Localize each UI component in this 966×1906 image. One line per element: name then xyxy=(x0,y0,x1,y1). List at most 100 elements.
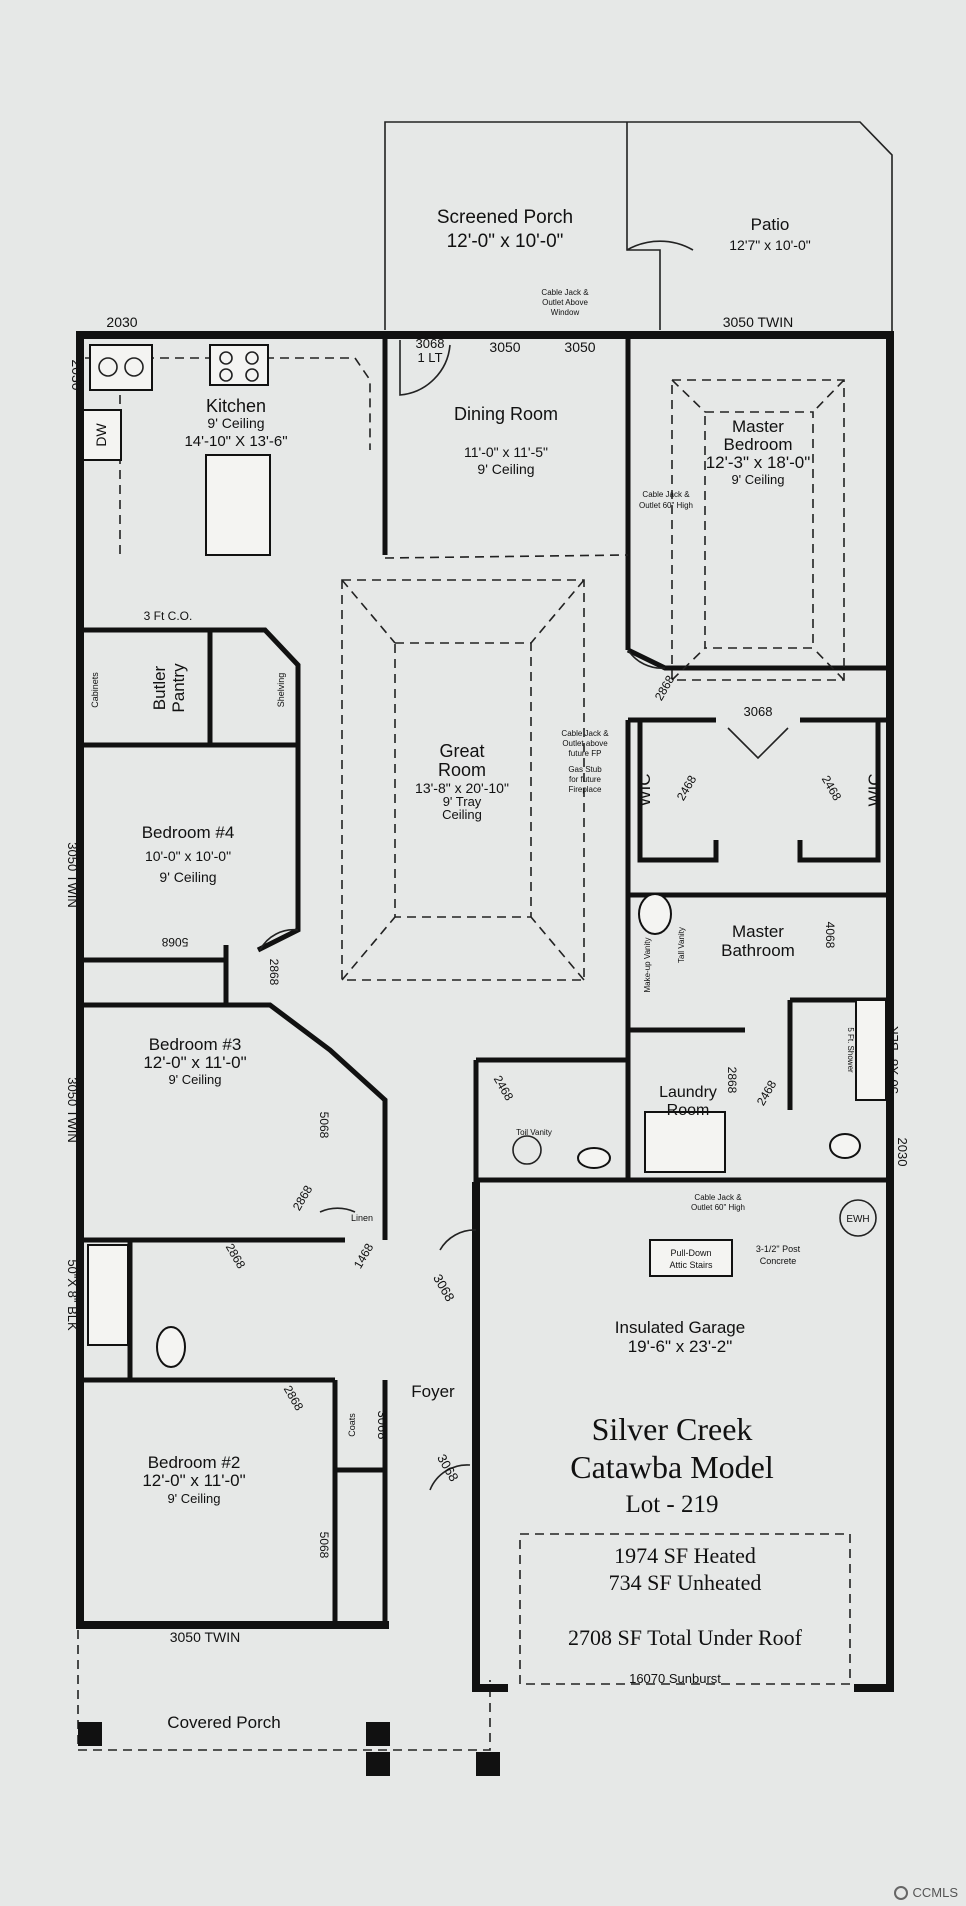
code-2868-bed3: 2868 xyxy=(290,1183,316,1213)
note-ewh: EWH xyxy=(846,1214,869,1225)
area-total: 2708 SF Total Under Roof xyxy=(568,1625,803,1650)
kitchen-ceiling: 9' Ceiling xyxy=(207,415,264,431)
code-2030-right: 2030 xyxy=(895,1138,910,1167)
master-bedroom-line1: Master xyxy=(732,417,784,436)
bedroom3-size: 12'-0" x 11'-0" xyxy=(143,1053,246,1072)
note-cable-great-2: Outlet above xyxy=(562,739,608,748)
note-makeup-vanity: Make-up Vanity xyxy=(643,938,652,993)
code-3050-a: 3050 xyxy=(489,339,520,355)
code-3050twin-bed3: 3050 TWIN xyxy=(65,1077,80,1143)
code-2468-bath: 2468 xyxy=(491,1073,517,1103)
area-heated: 1974 SF Heated xyxy=(614,1543,756,1568)
code-50x8-right: 50"X8" BLK xyxy=(886,1026,901,1094)
watermark-text: CCMLS xyxy=(912,1885,958,1900)
door-swings xyxy=(259,340,789,1491)
title-line2: Catawba Model xyxy=(570,1449,774,1485)
dining-ceiling: 9' Ceiling xyxy=(477,461,534,477)
note-dw: DW xyxy=(93,423,109,447)
foyer-name: Foyer xyxy=(411,1382,455,1401)
note-gas-3: Fireplace xyxy=(569,785,602,794)
interior-walls xyxy=(80,335,890,1625)
code-1lt: 1 LT xyxy=(417,350,442,365)
code-3068-coats: 3068 xyxy=(375,1411,390,1440)
bedroom3-name: Bedroom #3 xyxy=(149,1035,242,1054)
address: 16070 Sunburst xyxy=(629,1671,721,1686)
opening-codes: 2030 2030 3068 1 LT 3050 3050 3050 TWIN … xyxy=(65,314,910,1645)
kitchen-name: Kitchen xyxy=(206,396,266,416)
code-5068-bed4: 5068 xyxy=(161,935,188,949)
note-cabinets: Cabinets xyxy=(90,672,100,708)
bedroom4-size: 10'-0" x 10'-0" xyxy=(145,848,231,864)
dining-size: 11'-0" x 11'-5" xyxy=(464,444,548,460)
exterior-walls xyxy=(76,331,894,1692)
great-room-ceiling2: Ceiling xyxy=(442,807,482,822)
master-bath-line1: Master xyxy=(732,922,784,941)
master-bedroom-line2: Bedroom xyxy=(724,435,793,454)
code-2868-master: 2868 xyxy=(652,673,678,703)
laundry-line1: Laundry xyxy=(659,1084,717,1101)
room-labels: Screened Porch 12'-0" x 10'-0" Patio 12'… xyxy=(142,207,884,1732)
area-unheated: 734 SF Unheated xyxy=(609,1570,762,1595)
mls-watermark: CCMLS xyxy=(894,1885,958,1900)
dashed-details xyxy=(85,357,845,981)
note-tall-vanity: Tall Vanity xyxy=(677,927,686,963)
wic-left: WIC xyxy=(635,773,654,806)
code-2468-wic-right: 2468 xyxy=(819,773,845,803)
note-post-2: Concrete xyxy=(760,1256,797,1266)
code-3068-dining: 3068 xyxy=(416,336,445,351)
great-room-line1: Great xyxy=(439,741,484,761)
notes: Cable Jack & Outlet Above Window Cable J… xyxy=(90,288,870,1437)
garage-size: 19'-6" x 23'-2" xyxy=(628,1337,733,1356)
note-cable-garage-2: Outlet 60" High xyxy=(691,1203,745,1212)
bedroom4-name: Bedroom #4 xyxy=(142,823,235,842)
bedroom2-size: 12'-0" x 11'-0" xyxy=(142,1471,245,1490)
note-cable-porch-1: Cable Jack & xyxy=(541,288,589,297)
screened-porch-name: Screened Porch xyxy=(437,207,573,228)
note-gas-1: Gas Stub xyxy=(568,765,602,774)
code-2868-hall: 2868 xyxy=(223,1241,249,1271)
note-post-1: 3-1/2" Post xyxy=(756,1244,801,1254)
code-2868-laundry: 2868 xyxy=(725,1067,739,1094)
code-2468-wic-left: 2468 xyxy=(674,773,700,803)
code-4068: 4068 xyxy=(823,922,837,949)
code-5068-bed3: 5068 xyxy=(317,1112,331,1139)
code-3050twin-top: 3050 TWIN xyxy=(723,314,794,330)
note-cable-great-3: future FP xyxy=(569,749,602,758)
butler-pantry-line1: Butler xyxy=(150,665,169,710)
dining-name: Dining Room xyxy=(454,404,558,424)
code-3ft-co: 3 Ft C.O. xyxy=(144,609,193,623)
bedroom4-ceiling: 9' Ceiling xyxy=(159,869,216,885)
title-block: Silver Creek Catawba Model Lot - 219 197… xyxy=(519,1411,851,1686)
ring-icon xyxy=(894,1885,909,1900)
code-1468: 1468 xyxy=(351,1241,377,1271)
great-room-ceiling1: 9' Tray xyxy=(443,794,482,809)
note-cable-garage-1: Cable Jack & xyxy=(694,1193,742,1202)
code-3068-foyer: 3068 xyxy=(430,1271,457,1304)
wic-right: WIC xyxy=(865,773,884,806)
note-cable-porch-3: Window xyxy=(551,308,580,317)
outdoor-outlines xyxy=(77,121,893,1776)
bedroom3-ceiling: 9' Ceiling xyxy=(168,1072,221,1087)
code-3068-master: 3068 xyxy=(744,704,773,719)
code-3050twin-bed4: 3050 TWIN xyxy=(65,842,80,908)
code-3050twin-bottom: 3050 TWIN xyxy=(170,1629,241,1645)
note-cable-porch-2: Outlet Above xyxy=(542,298,588,307)
master-bedroom-ceiling: 9' Ceiling xyxy=(731,472,784,487)
code-2468-laundry: 2468 xyxy=(754,1078,780,1108)
code-2868-bed2: 2868 xyxy=(281,1383,307,1413)
code-2868-bed4: 2868 xyxy=(267,959,281,986)
fixtures xyxy=(82,344,887,1368)
title-line1: Silver Creek xyxy=(592,1411,753,1447)
note-cable-great-1: Cable Jack & xyxy=(561,729,609,738)
note-coats: Coats xyxy=(347,1413,357,1437)
code-2030-left: 2030 xyxy=(69,359,85,390)
code-5068-bed2: 5068 xyxy=(317,1532,331,1559)
code-3050-b: 3050 xyxy=(564,339,595,355)
bedroom2-name: Bedroom #2 xyxy=(148,1453,241,1472)
master-bath-line2: Bathroom xyxy=(721,941,795,960)
patio-name: Patio xyxy=(751,215,790,234)
title-line3: Lot - 219 xyxy=(625,1491,718,1518)
laundry-line2: Room xyxy=(667,1102,710,1119)
garage-name: Insulated Garage xyxy=(615,1318,745,1337)
